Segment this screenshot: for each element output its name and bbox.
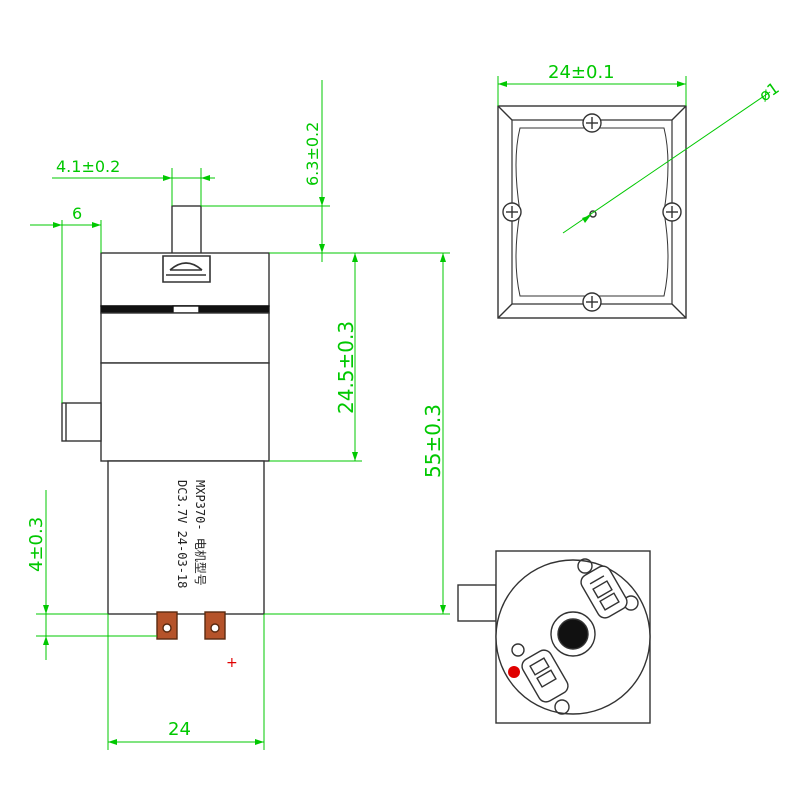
dim-nozzle-height: 6.3±0.2 <box>303 122 322 186</box>
positive-marker <box>508 666 520 678</box>
screw-right <box>662 202 682 222</box>
terminal-left <box>156 611 178 640</box>
dim-terminal-length: 4±0.3 <box>26 517 47 572</box>
side-nozzle-end <box>457 584 497 622</box>
dim-hole: ø1 <box>755 78 782 105</box>
side-dimensions <box>30 80 450 750</box>
side-view <box>61 205 270 640</box>
top-terminal-slot <box>580 565 628 619</box>
pump-chamber <box>100 362 270 462</box>
motor-label: MXP370- 电机型号 DC3.7V 24-03-18 <box>175 480 207 588</box>
valve-slot <box>162 255 211 283</box>
dim-top-width: 24±0.1 <box>548 62 615 83</box>
top-view <box>497 105 687 319</box>
motor-label-line2: DC3.7V 24-03-18 <box>175 480 189 588</box>
terminal-right <box>204 611 226 640</box>
arrowheads <box>43 175 446 745</box>
dim-pump-height: 24.5±0.3 <box>334 321 358 414</box>
bottom-view <box>457 550 651 724</box>
top-dimensions <box>497 76 771 234</box>
center-hole <box>589 210 597 218</box>
motor-can <box>107 460 265 615</box>
top-arrowheads <box>498 81 686 223</box>
side-nozzle <box>61 402 102 442</box>
screw-top <box>582 113 602 133</box>
top-outer <box>497 105 687 319</box>
top-nozzle <box>171 205 202 255</box>
screw-bottom <box>582 292 602 312</box>
dim-side-offset: 6 <box>72 204 82 223</box>
pump-body <box>100 312 270 364</box>
polarity-mark: + <box>226 655 238 671</box>
dim-motor-width: 24 <box>168 719 191 740</box>
dim-total-height: 55±0.3 <box>421 404 445 478</box>
pump-head <box>100 252 270 307</box>
bottom-terminal-slot <box>521 649 569 703</box>
shaft <box>557 618 589 650</box>
dim-nozzle-dia: 4.1±0.2 <box>56 157 120 176</box>
screw-left <box>502 202 522 222</box>
motor-label-line1: MXP370- 电机型号 <box>193 480 207 586</box>
